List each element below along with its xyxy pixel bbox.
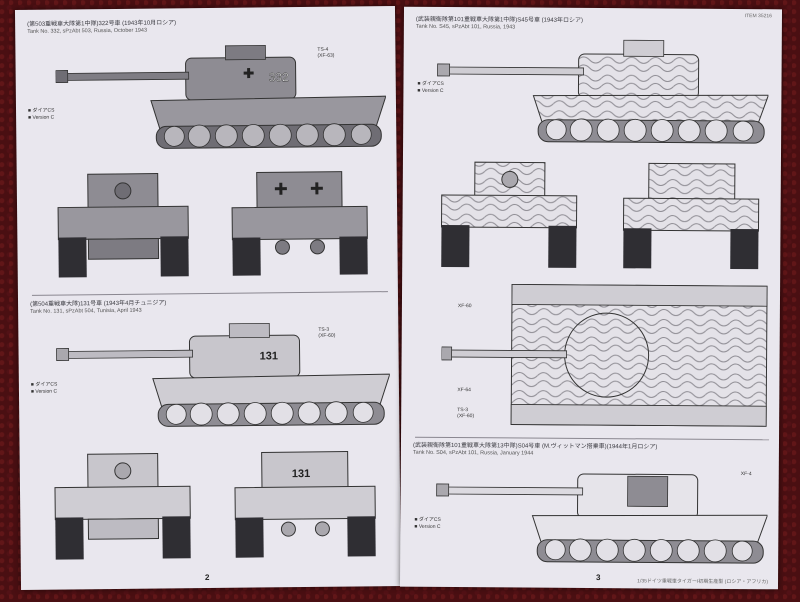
paint-callout: XF-60 xyxy=(457,303,472,310)
paint-callout: TS-3 (XF-60) xyxy=(318,326,336,339)
instruction-page-left: (第503重戦車大隊第1中隊)322号車 (1943年10月ロシア) Tank … xyxy=(14,6,402,590)
paint-legend: ダイアCS Version C xyxy=(417,81,444,95)
instruction-page-right: ITEM 35216 (武装親衛隊第101重戦車大隊第1中隊)S45号車 (19… xyxy=(399,6,783,590)
paint-callout: TS-4 (XF-63) xyxy=(317,46,335,59)
item-code: ITEM 35216 xyxy=(744,13,772,20)
paint-callout: XF-64 xyxy=(457,387,471,394)
paint-callout: XF-4 xyxy=(740,471,752,478)
paint-legend: ダイアCS Version C xyxy=(414,517,441,531)
hull-number-text: 332 xyxy=(269,70,289,84)
tank-rear-view xyxy=(231,171,368,276)
section-divider xyxy=(415,436,770,441)
tank-side-view xyxy=(436,473,768,564)
balkenkreuz-icon xyxy=(243,68,254,79)
paint-legend: ダイアCS Version C xyxy=(28,108,55,122)
balkenkreuz-icon xyxy=(274,182,323,195)
tank-front-view xyxy=(57,173,189,278)
paint-callout: TS-3 (XF-60) xyxy=(457,407,475,420)
camouflage-tank-side-view xyxy=(437,39,769,144)
tank-front-view xyxy=(54,453,191,560)
tank-side-view: 332 xyxy=(55,44,387,149)
hull-number-text: 131 xyxy=(260,350,278,362)
section-caption: (第503重戦車大隊第1中隊)322号車 (1943年10月ロシア) Tank … xyxy=(27,20,176,36)
caption-english: Tank No. 332, sPzAbt 503, Russia, Octobe… xyxy=(27,27,148,35)
section-divider xyxy=(31,291,388,296)
page-number: 2 xyxy=(204,573,210,583)
tank-rear-view: 131 xyxy=(234,451,376,558)
section-caption: (第504重戦車大隊)131号車 (1943年4月チュニジア) Tank No.… xyxy=(30,300,167,315)
section-caption: (武装親衛隊第101重戦車大隊第1中隊)S45号車 (1943年ロシア) Tan… xyxy=(416,17,583,32)
camouflage-tank-rear-view xyxy=(622,162,760,270)
footer-note: 1/35ドイツ重戦車タイガーI初期生産型 (ロシア・アフリカ) xyxy=(637,578,769,586)
paint-legend: ダイアCS Version C xyxy=(31,382,58,396)
camouflage-tank-front-view xyxy=(440,161,578,268)
tank-side-view: 131 xyxy=(56,322,391,427)
camouflage-tank-top-view xyxy=(441,283,768,427)
rear-number-text: 131 xyxy=(292,468,310,480)
caption-english: Tank No. S45, sPzAbt 101, Russia, 1943 xyxy=(415,23,516,31)
caption-english: Tank No. 131, sPzAbt 504, Tunisia, April… xyxy=(30,307,142,315)
page-number: 3 xyxy=(596,573,601,583)
